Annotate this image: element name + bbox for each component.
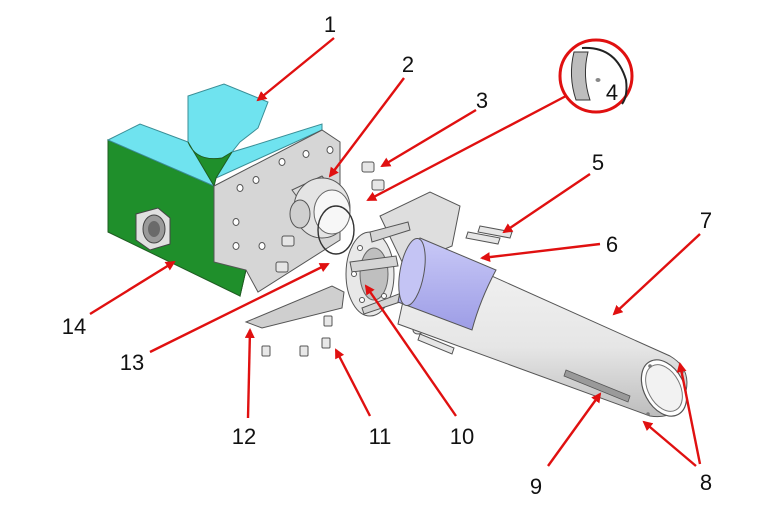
callout-2: 2 xyxy=(402,52,414,77)
arrow-3 xyxy=(380,108,477,168)
callout-8: 8 xyxy=(700,470,712,495)
housing-slot xyxy=(187,141,233,188)
arrow-12 xyxy=(244,328,255,419)
callout-labels: 1 2 3 4 5 6 7 8 9 10 11 12 13 14 xyxy=(62,12,712,499)
housing-bolt-holes xyxy=(232,146,334,250)
arrow-9 xyxy=(547,392,602,467)
arrow-2 xyxy=(328,77,405,178)
arrow-1 xyxy=(256,37,335,102)
housing-top-face xyxy=(106,83,323,187)
detail-magnifier xyxy=(558,38,634,114)
arrow-8b xyxy=(642,420,697,467)
arrow-10 xyxy=(364,284,457,417)
callout-3: 3 xyxy=(476,88,488,113)
callout-9: 9 xyxy=(530,474,542,499)
arrow-11 xyxy=(334,348,372,417)
arrow-13 xyxy=(149,262,330,354)
callout-4: 4 xyxy=(606,80,618,105)
callout-11: 11 xyxy=(369,424,392,449)
thin-ring xyxy=(317,205,355,255)
callout-13: 13 xyxy=(120,350,144,375)
arrow-4 xyxy=(366,94,567,202)
bracket-plate xyxy=(244,285,345,329)
callout-14: 14 xyxy=(62,314,86,339)
housing-front-face xyxy=(213,129,341,293)
callout-12: 12 xyxy=(232,424,256,449)
callout-7: 7 xyxy=(700,208,712,233)
housing xyxy=(106,83,341,298)
housing-side-bore xyxy=(135,207,171,251)
callout-6: 6 xyxy=(606,232,618,257)
arrow-5 xyxy=(502,173,591,234)
tube-slot xyxy=(563,369,631,403)
small-bolts xyxy=(275,161,385,273)
callout-5: 5 xyxy=(592,150,604,175)
leader-arrows xyxy=(89,37,702,467)
adapter-ring xyxy=(289,175,351,239)
bracket-screws xyxy=(261,315,333,357)
arrow-6 xyxy=(480,242,601,263)
arrow-14 xyxy=(89,260,176,316)
callout-1: 1 xyxy=(324,12,336,37)
arrow-7 xyxy=(612,233,701,316)
arrow-8a xyxy=(676,362,702,465)
callout-10: 10 xyxy=(450,424,474,449)
